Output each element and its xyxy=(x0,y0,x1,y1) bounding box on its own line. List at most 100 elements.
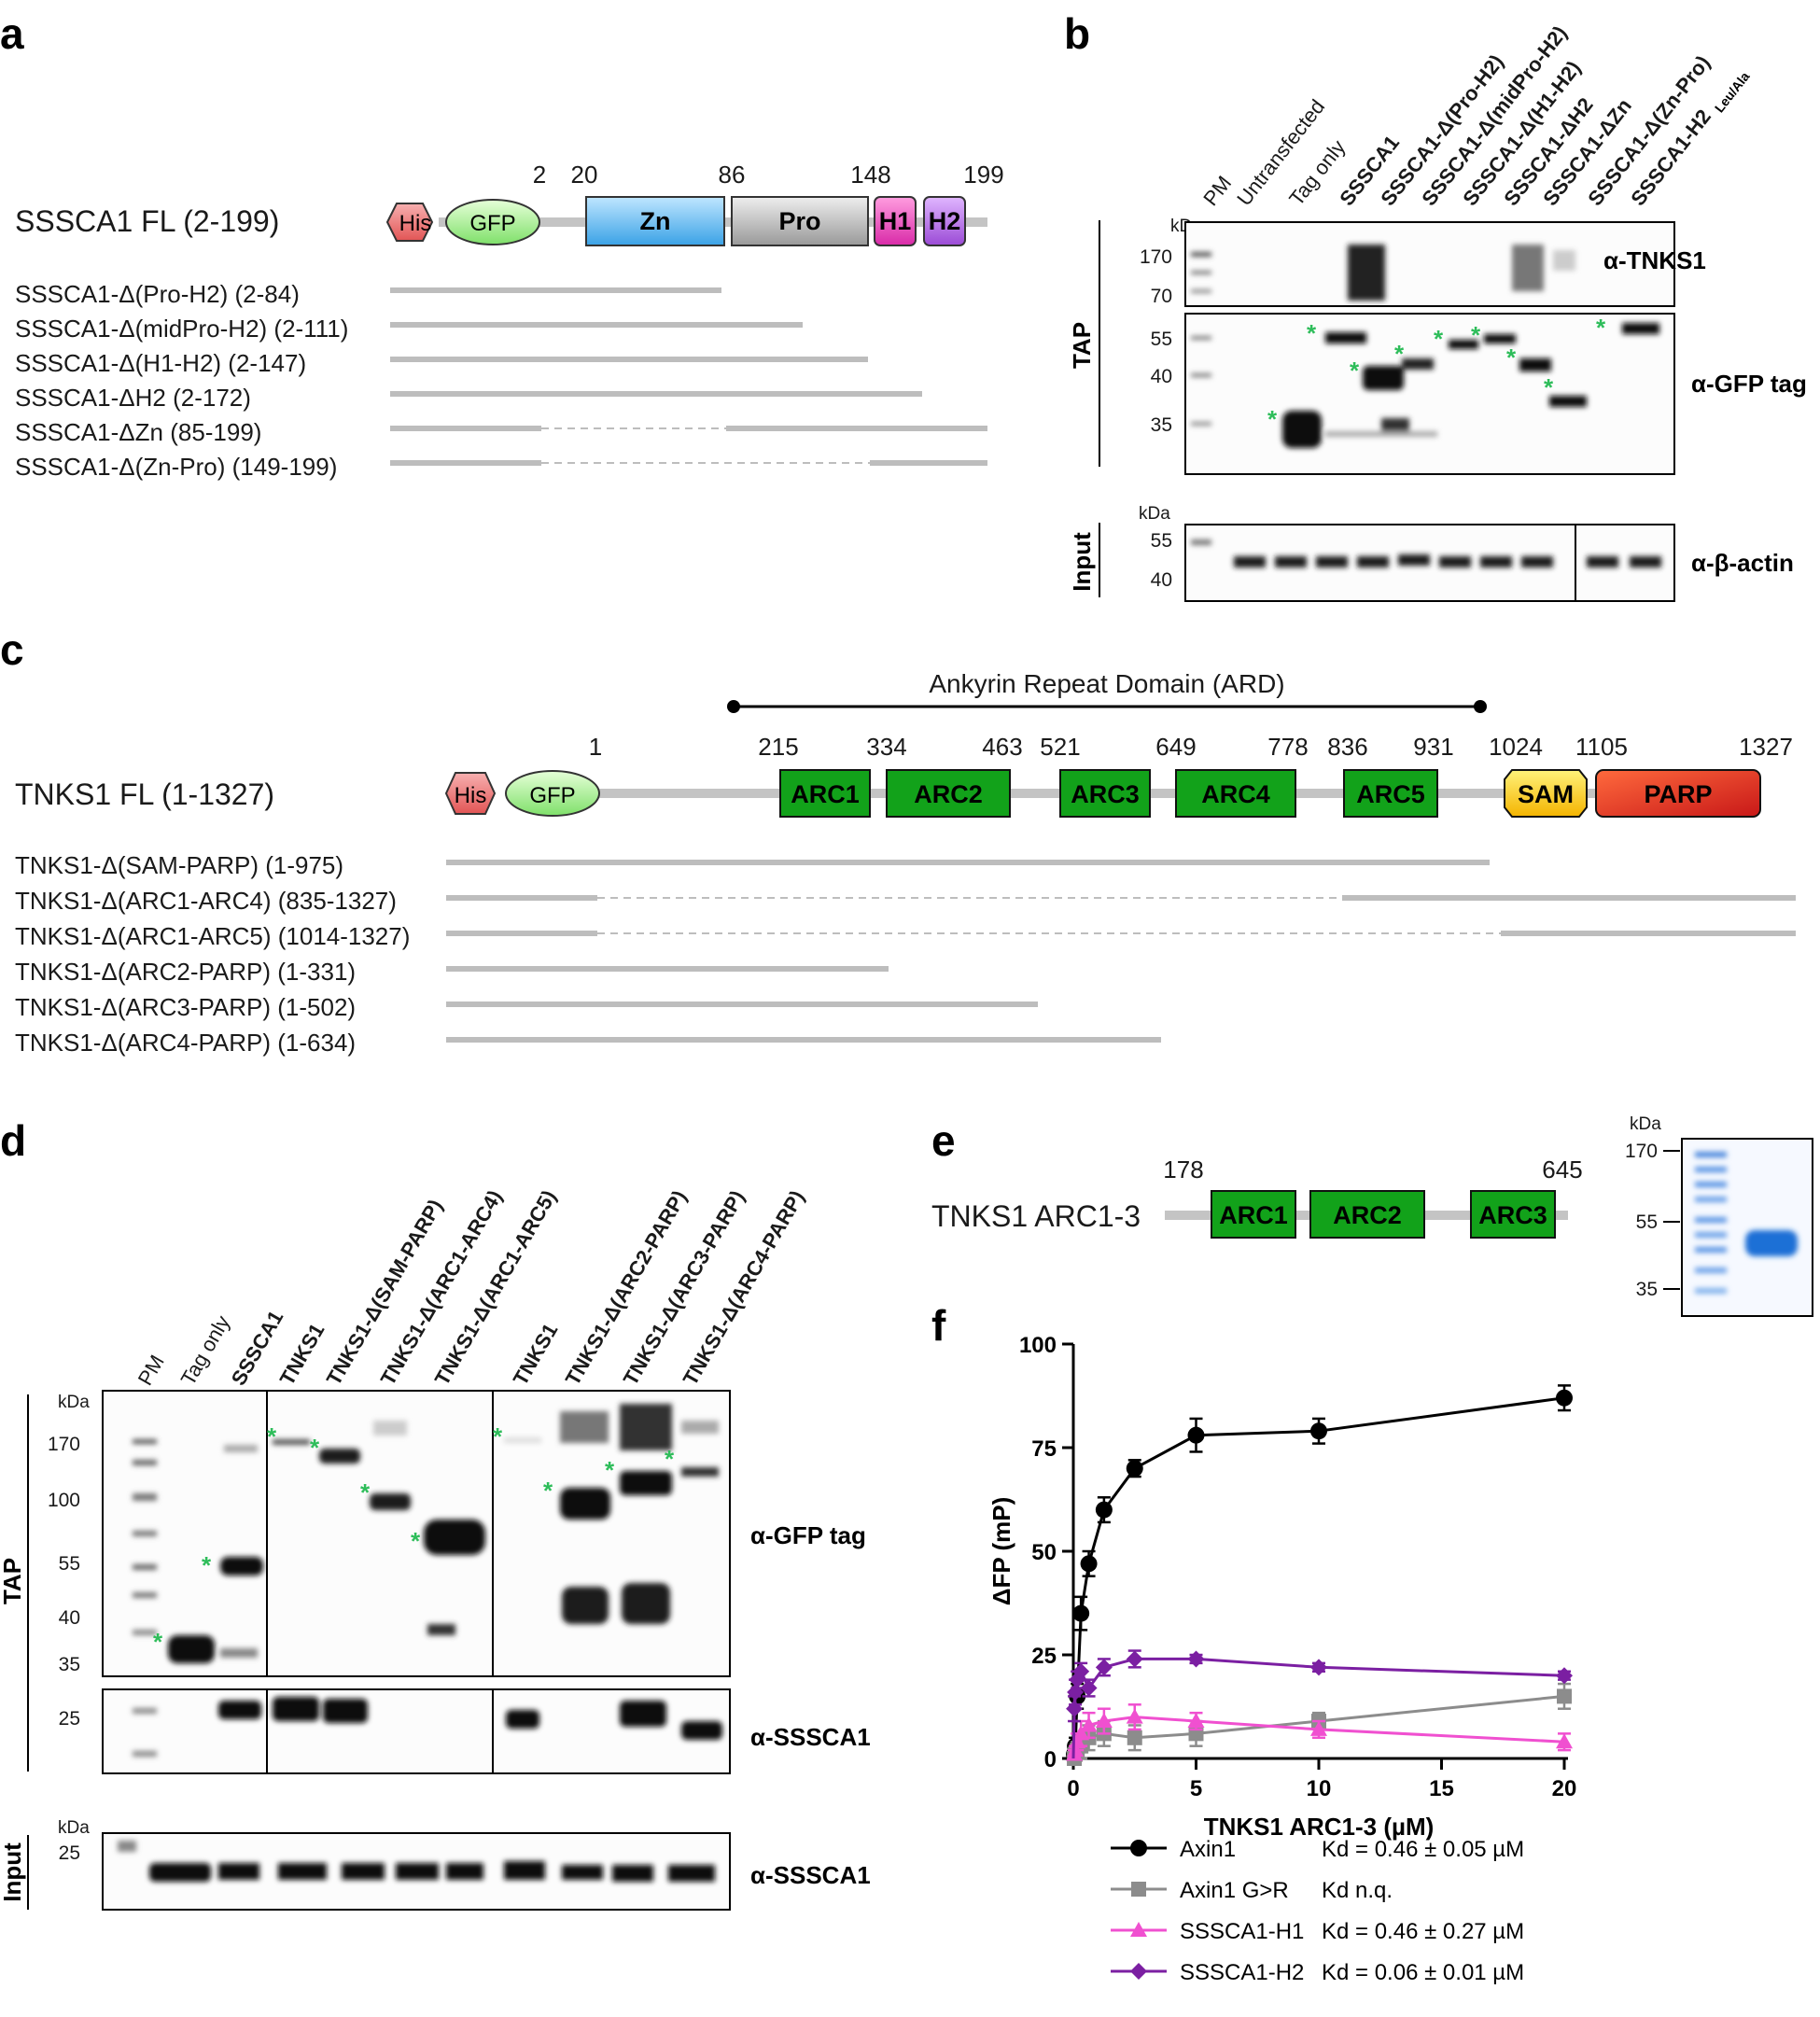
tap-label: TAP xyxy=(0,1558,26,1604)
d-input-bands xyxy=(118,1841,715,1882)
y-tick-label: 50 xyxy=(1031,1540,1057,1565)
ard-label: Ankyrin Repeat Domain (ARD) xyxy=(929,669,1284,698)
marker-100: 100 xyxy=(48,1490,80,1511)
panel-b-lane-labels: PM Untransfected Tag only SSSCA1 SSSCA1-… xyxy=(1198,21,1752,210)
gel-bands xyxy=(1695,1152,1798,1294)
pos-1: 1 xyxy=(589,733,602,761)
his-tag-shape xyxy=(385,203,434,242)
pro-label: Pro xyxy=(778,207,820,235)
sssca1-construct-list: SSSCA1-Δ(Pro-H2) (2-84) SSSCA1-Δ(midPro-… xyxy=(15,280,987,481)
legend-marker xyxy=(1130,1922,1147,1937)
lane-label: TNKS1 xyxy=(509,1320,563,1390)
tnks1-domains: ARC1 ARC2 ARC3 ARC4 ARC5 SAM PARP xyxy=(779,769,1761,818)
zn-label: Zn xyxy=(640,207,671,235)
legend-kd-value: Kd = 0.06 ± 0.01 µM xyxy=(1322,1960,1524,1985)
arc4-label: ARC4 xyxy=(1201,780,1270,808)
gfp-tag-shape xyxy=(445,199,540,245)
marker-40: 40 xyxy=(1151,366,1172,387)
kda-label: kDa xyxy=(1630,1114,1661,1134)
legend-series-name: Axin1 xyxy=(1180,1837,1236,1862)
gfp-tag-label: GFP xyxy=(469,211,515,236)
x-tick-label: 0 xyxy=(1067,1776,1079,1801)
pos-199: 199 xyxy=(963,161,1003,189)
x-tick-label: 5 xyxy=(1190,1776,1202,1801)
gel-marker-170: 170 xyxy=(1625,1141,1658,1162)
legend-marker xyxy=(1131,1882,1146,1897)
construct-label: TNKS1-Δ(ARC1-ARC5) (1014-1327) xyxy=(15,922,410,950)
legend-series-name: Axin1 G>R xyxy=(1180,1878,1289,1903)
d-gfp-bands xyxy=(133,1404,719,1663)
sssca1-fl-label: SSSCA1 FL (2-199) xyxy=(15,204,279,238)
x-axis-label: TNKS1 ARC1-3 (µM) xyxy=(1204,1813,1435,1841)
arc1-domain xyxy=(1211,1190,1296,1239)
gfp-tag-label: GFP xyxy=(529,783,575,808)
y-tick-label: 0 xyxy=(1044,1747,1057,1772)
data-point xyxy=(1080,1679,1098,1697)
arc2-domain xyxy=(1309,1190,1425,1239)
his-tag-label: His xyxy=(455,783,487,808)
blot-tnks1 xyxy=(1184,221,1675,307)
data-point xyxy=(1080,1555,1098,1573)
marker-25: 25 xyxy=(59,1708,80,1730)
pos-836: 836 xyxy=(1327,733,1367,761)
kda-label-input: kDa xyxy=(1139,504,1170,524)
legend-kd-value: Kd = 0.46 ± 0.27 µM xyxy=(1322,1919,1524,1944)
pos-931: 931 xyxy=(1413,733,1453,761)
panel-c: c Ankyrin Repeat Domain (ARD) TNKS1 FL (… xyxy=(0,625,1796,1057)
series-axin1 xyxy=(1066,1384,1573,1763)
svg-text:*: * xyxy=(605,1456,615,1484)
svg-text:*: * xyxy=(1267,405,1278,433)
pos-334: 334 xyxy=(866,733,906,761)
marker-input-25: 25 xyxy=(59,1842,80,1864)
pos-178: 178 xyxy=(1163,1156,1203,1184)
data-point xyxy=(1095,1501,1113,1519)
data-point xyxy=(1072,1725,1090,1741)
arc1-label: ARC1 xyxy=(791,780,860,808)
blot-gfp xyxy=(1184,313,1675,475)
marker-170: 170 xyxy=(1140,246,1172,268)
svg-text:*: * xyxy=(493,1422,503,1450)
his-tag-shape xyxy=(444,772,497,815)
gfp-tag-shape xyxy=(505,770,600,817)
blot-label-actin: α-β-actin xyxy=(1691,549,1794,577)
data-point xyxy=(1127,1730,1142,1745)
panel-b: b PM Untransfected Tag only SSSCA1 SSSCA… xyxy=(1064,9,1807,602)
arc2-label: ARC2 xyxy=(914,780,983,808)
lane-label-pm: PM xyxy=(1198,172,1236,210)
pos-463: 463 xyxy=(982,733,1022,761)
marker-input-55: 55 xyxy=(1151,530,1172,552)
data-point xyxy=(1310,1720,1327,1736)
svg-text:*: * xyxy=(543,1477,553,1505)
marker-70: 70 xyxy=(1151,286,1172,307)
svg-text:*: * xyxy=(1434,325,1444,353)
construct-label: SSSCA1-ΔH2 (2-172) xyxy=(15,384,251,412)
marker-input-40: 40 xyxy=(1151,569,1172,591)
h1-domain xyxy=(874,196,917,246)
arc3-domain xyxy=(1059,769,1151,818)
y-tick-label: 25 xyxy=(1031,1644,1057,1669)
arc3-domain xyxy=(1470,1190,1556,1239)
legend-series-name: SSSCA1-H1 xyxy=(1180,1919,1304,1944)
pos-778: 778 xyxy=(1267,733,1308,761)
blot-label-sssca1: α-SSSCA1 xyxy=(750,1723,871,1751)
svg-text:*: * xyxy=(202,1551,212,1579)
construct-label: TNKS1-Δ(ARC1-ARC4) (835-1327) xyxy=(15,887,397,915)
svg-text:*: * xyxy=(310,1434,320,1462)
y-tick-label: 75 xyxy=(1031,1436,1057,1462)
blot-label-gfp: α-GFP tag xyxy=(750,1521,866,1549)
panel-d-lane-labels: PM Tag only SSSCA1 TNKS1 TNKS1-Δ(SAM-PAR… xyxy=(133,1186,809,1390)
svg-text:*: * xyxy=(1350,357,1360,385)
data-point xyxy=(1187,1650,1205,1668)
svg-text:*: * xyxy=(360,1478,371,1506)
construct-label: TNKS1-Δ(ARC4-PARP) (1-634) xyxy=(15,1029,356,1057)
tnks1-construct-list: TNKS1-Δ(SAM-PARP) (1-975) TNKS1-Δ(ARC1-A… xyxy=(15,851,1796,1057)
series-sssca1-h1 xyxy=(1066,1703,1573,1761)
actin-bands xyxy=(1191,539,1661,567)
panel-f-letter: f xyxy=(931,1301,946,1350)
data-point xyxy=(1557,1688,1572,1704)
panel-a-letter: a xyxy=(0,9,24,58)
sam-domain xyxy=(1504,769,1588,818)
legend-kd-value: Kd = 0.46 ± 0.05 µM xyxy=(1322,1837,1524,1862)
